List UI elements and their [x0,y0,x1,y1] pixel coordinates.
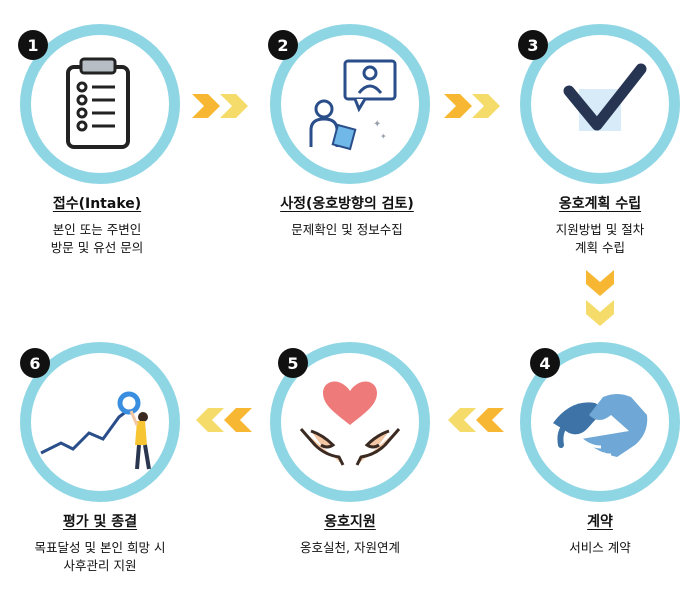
step-description: 서비스 계약 [569,540,631,555]
step-number-badge: 5 [278,348,308,378]
step-title: 계약 [587,514,613,530]
step-title: 옹호지원 [324,514,376,530]
step-number-badge: 3 [518,30,548,60]
step-number-badge: 6 [20,348,50,378]
clipboard-icon [66,57,130,149]
heart-hands-icon [299,381,401,466]
arrow-left-icon [448,408,504,432]
handshake-icon [553,394,648,461]
step-description: 목표달성 및 본인 희망 시 사후관리 지원 [34,540,166,573]
step-description: 문제확인 및 정보수집 [291,222,403,237]
svg-text:✦: ✦ [380,132,387,141]
arrow-left-icon [196,408,252,432]
checkmark-icon [563,63,647,131]
step-title: 접수(Intake) [52,196,142,212]
step-title: 사정(옹호방향의 검토) [280,196,414,212]
step-title: 평가 및 종결 [62,514,138,530]
step-description: 본인 또는 주변인 방문 및 유선 문의 [50,222,144,255]
step-description: 옹호실천, 자원연계 [300,540,400,555]
svg-text:✦: ✦ [373,119,381,130]
arrow-right-icon [444,94,500,118]
growth-chart-icon [40,391,151,470]
step-ring: ✦ ✦ [270,24,430,184]
consultation-icon: ✦ ✦ [309,59,397,151]
step-ring [20,24,180,184]
step-number-badge: 2 [268,30,298,60]
step-number-badge: 1 [18,30,48,60]
step-ring [520,24,680,184]
arrow-down-icon [586,270,614,326]
step-description: 지원방법 및 절차 계획 수립 [555,222,645,255]
arrow-right-icon [192,94,248,118]
step-number-badge: 4 [530,348,560,378]
step-title: 옹호계획 수립 [558,196,642,212]
